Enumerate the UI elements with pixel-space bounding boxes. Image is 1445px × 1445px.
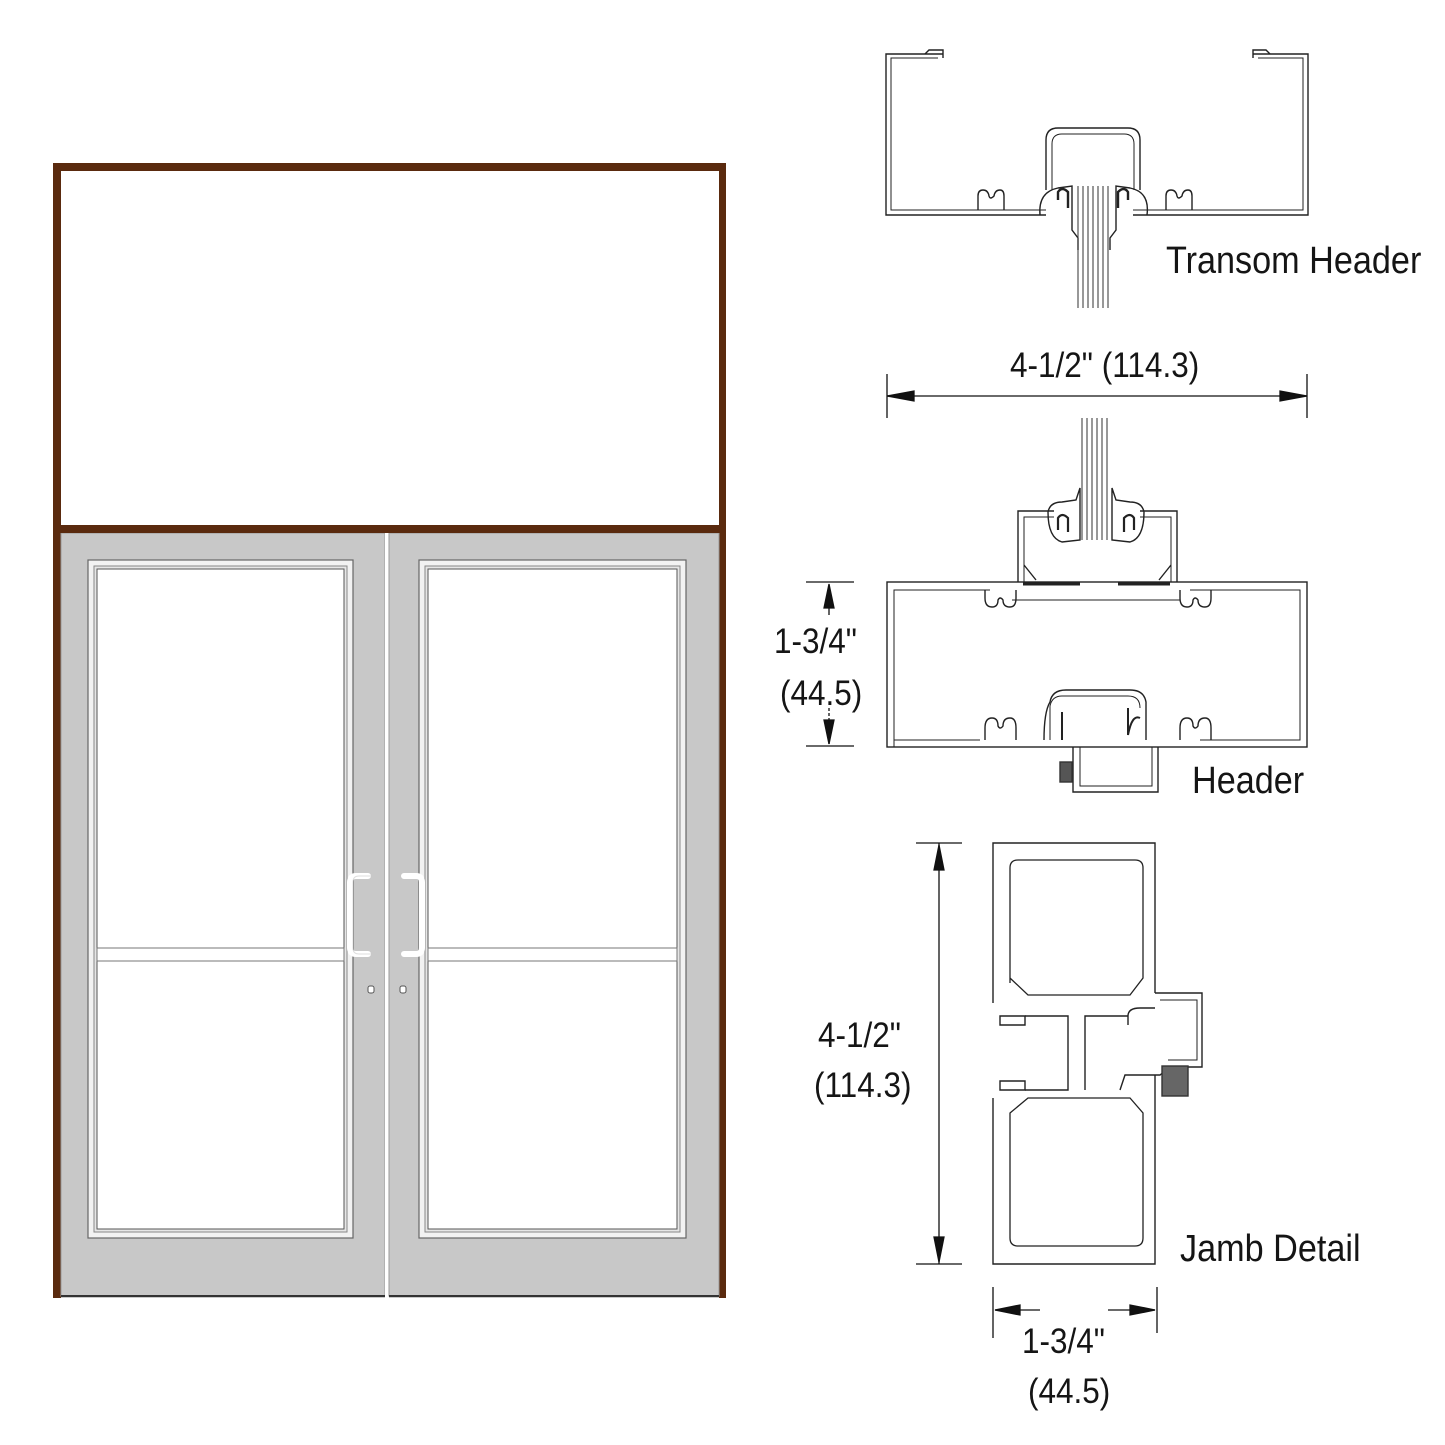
jamb-depth-dimension bbox=[992, 1287, 1158, 1338]
left-pull-handle-icon bbox=[347, 873, 371, 957]
jamb-detail-label: Jamb Detail bbox=[1180, 1228, 1361, 1270]
transom-header-label: Transom Header bbox=[1166, 240, 1422, 282]
transom-bar bbox=[53, 525, 726, 533]
right-lock-hole-icon bbox=[399, 985, 407, 994]
jamb-depth-label-metric: (44.5) bbox=[1028, 1372, 1111, 1411]
left-door bbox=[60, 532, 386, 1297]
header-depth-label-metric: (44.5) bbox=[780, 674, 863, 713]
width-dimension-line bbox=[886, 374, 1308, 418]
section-details-drawing bbox=[806, 49, 1309, 1338]
header-depth-label-imperial: 1-3/4" bbox=[774, 622, 857, 661]
transom-glass bbox=[61, 171, 719, 525]
width-dimension-label: 4-1/2" (114.3) bbox=[1010, 346, 1200, 385]
door-elevation bbox=[53, 163, 726, 1298]
section-details: Transom Header 4-1/2" (114.3) 1-3/4" (44… bbox=[760, 0, 1445, 1445]
jamb-height-label-metric: (114.3) bbox=[814, 1066, 912, 1105]
jamb-section bbox=[992, 842, 1203, 1265]
jamb-height-label-imperial: 4-1/2" bbox=[818, 1016, 901, 1055]
left-lock-hole-icon bbox=[367, 985, 375, 994]
transom-header-section bbox=[885, 49, 1309, 250]
right-door bbox=[388, 532, 720, 1297]
jamb-depth-label-imperial: 1-3/4" bbox=[1022, 1322, 1105, 1361]
door-elevation-drawing bbox=[53, 163, 726, 1298]
jamb-height-dimension bbox=[916, 842, 962, 1265]
header-depth-dimension bbox=[806, 581, 854, 747]
header-section bbox=[886, 418, 1308, 793]
transom-glass-section bbox=[1077, 186, 1109, 308]
right-pull-handle-icon bbox=[401, 873, 425, 957]
header-label: Header bbox=[1192, 760, 1305, 802]
